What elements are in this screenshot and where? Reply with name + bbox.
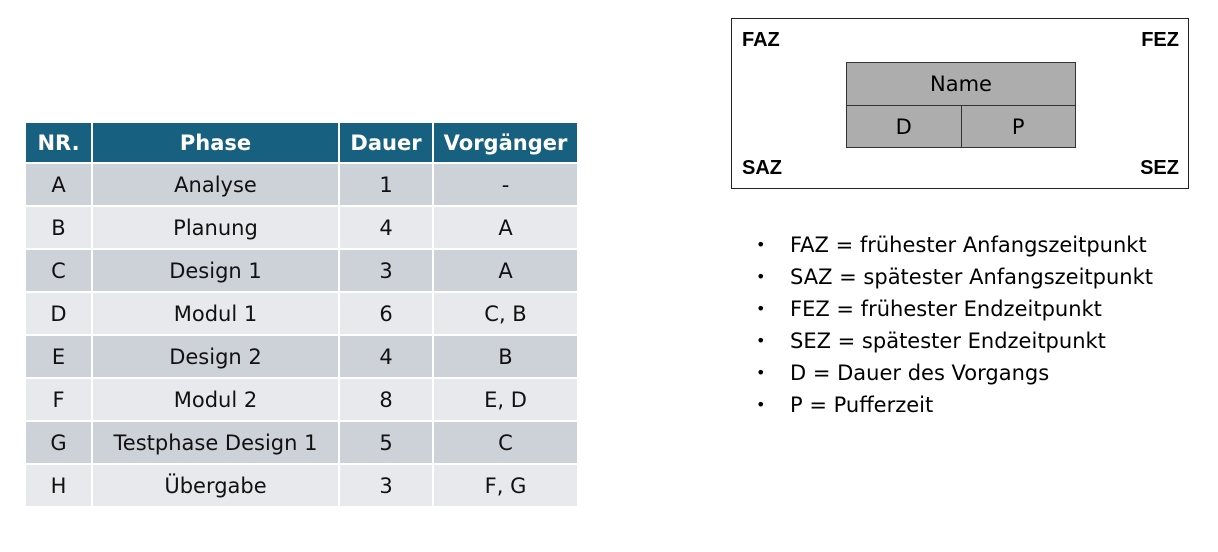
cell-dauer: 8: [340, 379, 434, 422]
label-saz: SAZ: [742, 157, 782, 179]
cell-vorgaenger: E, D: [434, 379, 577, 422]
cell-phase: Planung: [93, 207, 340, 250]
table-row: H Übergabe 3 F, G: [26, 465, 577, 508]
legend-item: • FAZ = frühester Anfangszeitpunkt: [756, 229, 1153, 261]
legend-text: FEZ = frühester Endzeitpunkt: [790, 297, 1102, 321]
header-vorgaenger: Vorgänger: [434, 123, 577, 164]
bullet-icon: •: [756, 299, 766, 318]
bullet-icon: •: [756, 267, 766, 286]
header-nr: NR.: [26, 123, 93, 164]
table-row: G Testphase Design 1 5 C: [26, 422, 577, 465]
legend-item: • SEZ = spätester Endzeitpunkt: [756, 325, 1153, 357]
header-dauer: Dauer: [340, 123, 434, 164]
bullet-icon: •: [756, 235, 766, 254]
cell-phase: Modul 2: [93, 379, 340, 422]
cell-phase: Analyse: [93, 164, 340, 207]
cell-vorgaenger: -: [434, 164, 577, 207]
cell-vorgaenger: F, G: [434, 465, 577, 508]
cell-nr: H: [26, 465, 93, 508]
table-row: E Design 2 4 B: [26, 336, 577, 379]
network-node-template: FAZ FEZ SAZ SEZ Name D P: [731, 18, 1189, 189]
cell-dauer: 4: [340, 207, 434, 250]
cell-vorgaenger: C: [434, 422, 577, 465]
node-inner-box: Name D P: [846, 62, 1076, 148]
cell-dauer: 3: [340, 465, 434, 508]
node-buffer-cell: P: [1011, 115, 1025, 139]
label-sez: SEZ: [1140, 157, 1179, 179]
cell-nr: E: [26, 336, 93, 379]
cell-nr: F: [26, 379, 93, 422]
cell-dauer: 3: [340, 250, 434, 293]
table-header-row: NR. Phase Dauer Vorgänger: [26, 123, 577, 164]
node-name-cell: Name: [847, 63, 1075, 106]
cell-vorgaenger: B: [434, 336, 577, 379]
legend-item: • P = Pufferzeit: [756, 389, 1153, 421]
cell-phase: Design 2: [93, 336, 340, 379]
table-row: D Modul 1 6 C, B: [26, 293, 577, 336]
cell-phase: Testphase Design 1: [93, 422, 340, 465]
cell-dauer: 1: [340, 164, 434, 207]
cell-nr: A: [26, 164, 93, 207]
legend-item: • SAZ = spätester Anfangszeitpunkt: [756, 261, 1153, 293]
bullet-icon: •: [756, 395, 766, 414]
cell-phase: Modul 1: [93, 293, 340, 336]
node-bottom-row: D P: [847, 106, 1075, 148]
legend-item: • D = Dauer des Vorgangs: [756, 357, 1153, 389]
cell-dauer: 4: [340, 336, 434, 379]
legend-text: P = Pufferzeit: [790, 393, 934, 417]
legend-text: D = Dauer des Vorgangs: [790, 361, 1050, 385]
label-faz: FAZ: [742, 29, 780, 51]
bullet-icon: •: [756, 363, 766, 382]
cell-vorgaenger: A: [434, 207, 577, 250]
cell-vorgaenger: C, B: [434, 293, 577, 336]
cell-dauer: 6: [340, 293, 434, 336]
cell-phase: Übergabe: [93, 465, 340, 508]
legend-text: SEZ = spätester Endzeitpunkt: [790, 329, 1106, 353]
table-row: C Design 1 3 A: [26, 250, 577, 293]
cell-nr: D: [26, 293, 93, 336]
cell-nr: C: [26, 250, 93, 293]
cell-phase: Design 1: [93, 250, 340, 293]
phase-table: NR. Phase Dauer Vorgänger A Analyse 1 - …: [26, 123, 577, 508]
legend-item: • FEZ = frühester Endzeitpunkt: [756, 293, 1153, 325]
table-row: B Planung 4 A: [26, 207, 577, 250]
cell-nr: B: [26, 207, 93, 250]
table-row: A Analyse 1 -: [26, 164, 577, 207]
bullet-icon: •: [756, 331, 766, 350]
node-duration-cell: D: [847, 106, 962, 148]
table-row: F Modul 2 8 E, D: [26, 379, 577, 422]
label-fez: FEZ: [1141, 29, 1179, 51]
legend-list: • FAZ = frühester Anfangszeitpunkt • SAZ =…: [756, 229, 1153, 421]
cell-vorgaenger: A: [434, 250, 577, 293]
cell-nr: G: [26, 422, 93, 465]
legend-text: FAZ = frühester Anfangszeitpunkt: [790, 233, 1147, 257]
cell-dauer: 5: [340, 422, 434, 465]
legend-text: SAZ = spätester Anfangszeitpunkt: [790, 265, 1153, 289]
header-phase: Phase: [93, 123, 340, 164]
